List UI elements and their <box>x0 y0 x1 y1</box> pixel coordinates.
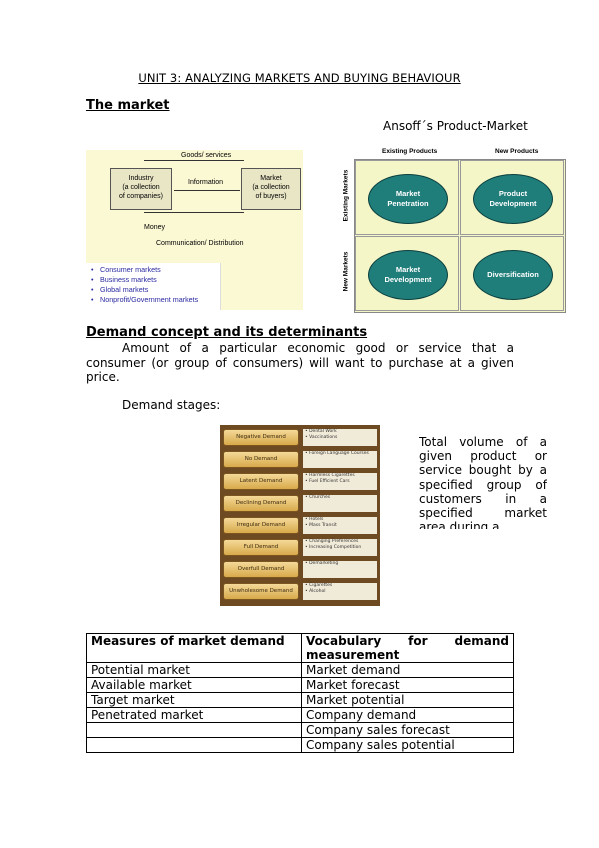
table-cell: Company demand <box>301 707 514 723</box>
table-cell: Penetrated market <box>86 707 302 723</box>
heading-demand: Demand concept and its determinants <box>86 325 368 340</box>
market-diagram: Goods/ services Industry (a collection o… <box>86 150 303 310</box>
table-row: Target market Market potential <box>86 692 514 708</box>
ansoff-grid: Market Penetration Product Development M… <box>354 159 566 313</box>
table-row: Available market Market forecast <box>86 677 514 693</box>
table-row: Company sales forecast <box>86 722 514 738</box>
table-cell: Company sales potential <box>301 737 514 753</box>
table-cell: Market potential <box>301 692 514 708</box>
stage-note: • Dental Work • Vaccinations <box>303 429 377 446</box>
table-header: Vocabulary for demand measurement <box>301 633 514 663</box>
stage-note: • Changing Preferences • Increasing Comp… <box>303 539 377 556</box>
stage-label: No Demand <box>223 451 299 468</box>
stage-note: • Cigarettes • Alcohol <box>303 583 377 600</box>
ansoff-cell: Diversification <box>460 236 564 311</box>
stage-row: Unwholesome Demand • Cigarettes • Alcoho… <box>223 582 377 601</box>
market-development-oval: Market Development <box>368 250 448 300</box>
total-volume-text: Total volume of a given product or servi… <box>419 435 547 529</box>
measures-table: Measures of market demand Vocabulary for… <box>86 633 514 753</box>
diversification-oval: Diversification <box>473 250 553 300</box>
table-cell: Potential market <box>86 662 302 678</box>
stage-row: Irregular Demand • Hotels • Mass Transit <box>223 516 377 535</box>
market-box: Market (a collection of buyers) <box>241 168 301 210</box>
information-arrow <box>174 190 240 191</box>
stage-label: Unwholesome Demand <box>223 583 299 600</box>
industry-box: Industry (a collection of companies) <box>110 168 172 210</box>
stage-note: • Churches <box>303 495 377 512</box>
market-penetration-oval: Market Penetration <box>368 174 448 224</box>
money-arrow <box>144 212 244 213</box>
stage-row: Full Demand • Changing Preferences • Inc… <box>223 538 377 557</box>
stage-row: No Demand • Foreign Language Courses <box>223 450 377 469</box>
stage-row: Negative Demand • Dental Work • Vaccinat… <box>223 428 377 447</box>
market-type-item: Business markets <box>91 275 220 285</box>
stage-row: Overfull Demand • Demarketing <box>223 560 377 579</box>
goods-services-label: Goods/ services <box>181 152 232 159</box>
ansoff-cell: Market Development <box>355 236 459 311</box>
table-cell <box>86 722 302 738</box>
table-header-row: Measures of market demand Vocabulary for… <box>86 633 514 663</box>
unit-title: UNIT 3: ANALYZING MARKETS AND BUYING BEH… <box>138 71 461 85</box>
table-cell: Company sales forecast <box>301 722 514 738</box>
table-row: Penetrated market Company demand <box>86 707 514 723</box>
stage-label: Latent Demand <box>223 473 299 490</box>
stage-label: Declining Demand <box>223 495 299 512</box>
col-existing-products: Existing Products <box>382 148 438 155</box>
ansoff-cell: Product Development <box>460 160 564 235</box>
row-new-markets: New Markets <box>342 251 350 292</box>
stage-label: Negative Demand <box>223 429 299 446</box>
stage-label: Full Demand <box>223 539 299 556</box>
heading-market: The market <box>86 98 170 113</box>
product-development-oval: Product Development <box>473 174 553 224</box>
market-type-item: Consumer markets <box>91 265 220 275</box>
total-volume-box: Total volume of a given product or servi… <box>419 435 547 529</box>
ansoff-matrix: Existing Products New Products Existing … <box>340 148 567 313</box>
stage-note: • Hotels • Mass Transit <box>303 517 377 534</box>
demand-stages-label: Demand stages: <box>122 398 221 412</box>
table-header: Measures of market demand <box>86 633 302 663</box>
market-types-list: Consumer markets Business markets Global… <box>86 263 221 310</box>
row-existing-markets: Existing Markets <box>342 169 350 222</box>
table-row: Company sales potential <box>86 737 514 753</box>
stage-label: Overfull Demand <box>223 561 299 578</box>
stage-row: Latent Demand • Harmless Cigarettes • Fu… <box>223 472 377 491</box>
market-type-item: Nonprofit/Government markets <box>91 295 220 305</box>
table-cell: Market forecast <box>301 677 514 693</box>
stage-note: • Demarketing <box>303 561 377 578</box>
communication-label: Communication/ Distribution <box>156 240 244 247</box>
ansoff-cell: Market Penetration <box>355 160 459 235</box>
goods-arrow <box>144 160 244 161</box>
stage-label: Irregular Demand <box>223 517 299 534</box>
stage-note: • Foreign Language Courses <box>303 451 377 468</box>
table-cell <box>86 737 302 753</box>
table-cell: Market demand <box>301 662 514 678</box>
demand-stages-figure: Negative Demand • Dental Work • Vaccinat… <box>220 425 380 606</box>
table-cell: Target market <box>86 692 302 708</box>
table-row: Potential market Market demand <box>86 662 514 678</box>
ansoff-title: Ansoff´s Product-Market <box>383 119 528 133</box>
demand-definition: Amount of a particular economic good or … <box>86 341 514 384</box>
market-type-item: Global markets <box>91 285 220 295</box>
col-new-products: New Products <box>495 148 539 155</box>
stage-row: Declining Demand • Churches <box>223 494 377 513</box>
money-label: Money <box>144 224 166 231</box>
stage-note: • Harmless Cigarettes • Fuel Efficient C… <box>303 473 377 490</box>
information-label: Information <box>188 179 224 186</box>
table-cell: Available market <box>86 677 302 693</box>
